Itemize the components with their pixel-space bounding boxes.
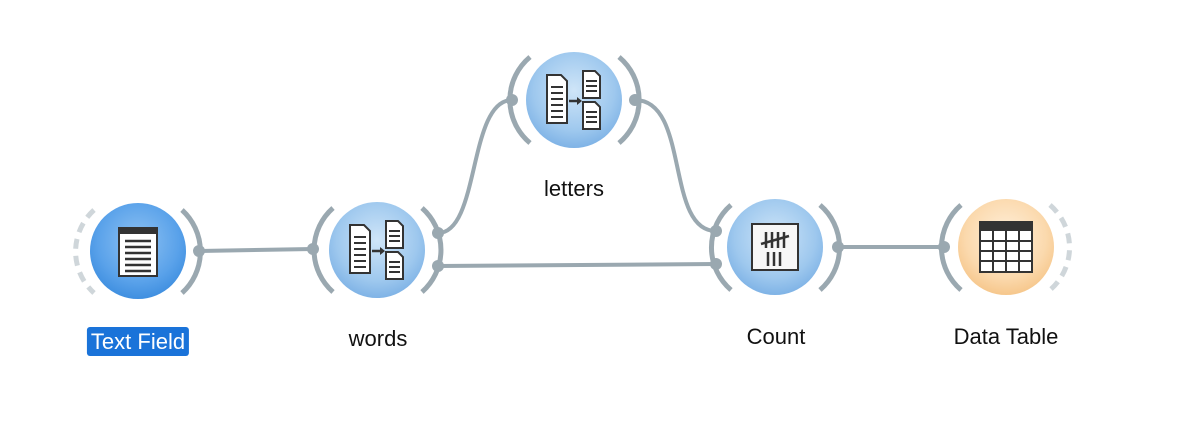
node-label-letters[interactable]: letters — [544, 176, 604, 201]
output-anchor[interactable] — [629, 94, 641, 106]
output-anchor-top[interactable] — [432, 227, 444, 239]
text-document-icon — [118, 227, 158, 277]
link-words-count[interactable] — [436, 262, 718, 268]
input-arc[interactable] — [708, 203, 733, 292]
output-anchor[interactable] — [193, 245, 205, 257]
output-anchor[interactable] — [832, 241, 844, 253]
input-anchor-bottom[interactable] — [710, 258, 722, 270]
node-letters[interactable] — [506, 52, 642, 148]
input-anchor[interactable] — [506, 94, 518, 106]
node-text-field[interactable] — [73, 203, 205, 299]
table-icon — [979, 221, 1033, 273]
input-anchor[interactable] — [307, 243, 319, 255]
node-words[interactable] — [307, 202, 444, 298]
output-arc[interactable] — [420, 206, 444, 294]
node-label-data-table[interactable]: Data Table — [953, 324, 1059, 349]
split-documents-icon — [546, 70, 601, 130]
node-label-text-field[interactable]: Text Field — [86, 327, 190, 356]
link-letters-count[interactable] — [633, 98, 718, 233]
link-layer — [197, 98, 946, 268]
node-count[interactable] — [708, 199, 844, 295]
node-label-count[interactable]: Count — [746, 324, 806, 349]
input-anchor-top[interactable] — [710, 225, 722, 237]
tally-icon — [751, 223, 799, 271]
link-textfield-words[interactable] — [197, 247, 315, 253]
node-data-table[interactable] — [938, 199, 1073, 295]
split-documents-icon — [349, 220, 404, 280]
link-words-letters[interactable] — [436, 98, 514, 235]
node-label-words[interactable]: words — [348, 326, 408, 351]
input-anchor[interactable] — [938, 241, 950, 253]
output-anchor-bottom[interactable] — [432, 260, 444, 272]
